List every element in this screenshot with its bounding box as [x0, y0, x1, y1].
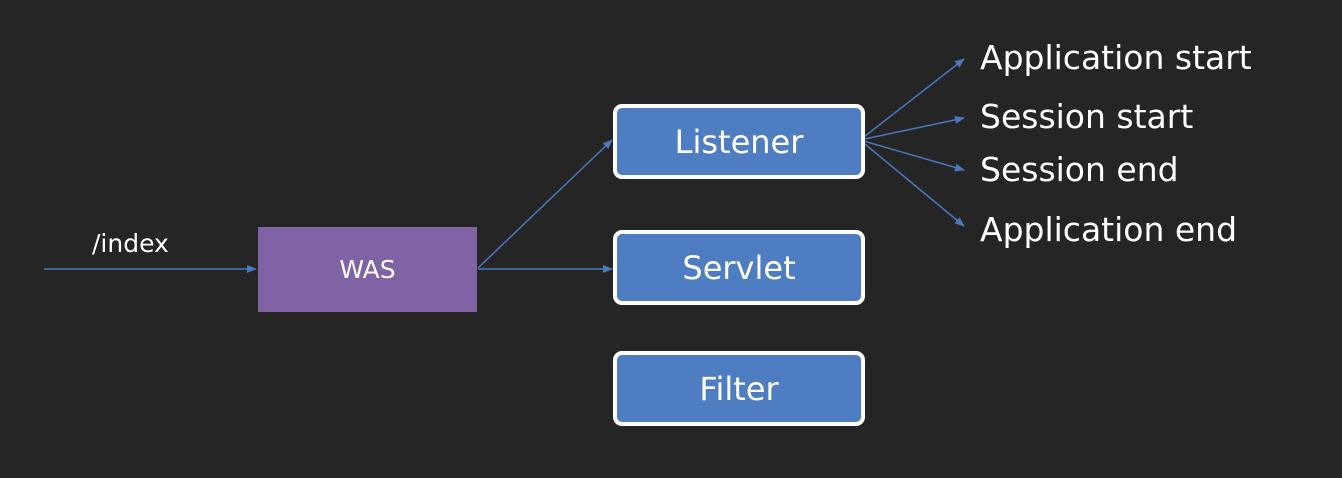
listener-to-session-start-arrow [859, 115, 965, 141]
request-label: /index [92, 229, 169, 258]
filter-label: Filter [699, 369, 779, 408]
listener-to-session-end-arrow [859, 139, 965, 172]
filter-node: Filter [613, 351, 865, 426]
servlet-label: Servlet [682, 248, 796, 287]
event-session-start: Session start [980, 97, 1194, 136]
was-to-listener-arrow [477, 139, 613, 269]
was-label: WAS [339, 255, 396, 284]
listener-node: Listener [613, 104, 865, 179]
servlet-node: Servlet [613, 230, 865, 305]
event-application-start: Application start [980, 38, 1252, 77]
listener-to-application-end-arrow [859, 139, 965, 227]
listener-label: Listener [674, 122, 804, 161]
event-session-end: Session end [980, 150, 1179, 189]
listener-to-application-start-arrow [859, 58, 965, 141]
event-application-end: Application end [980, 210, 1238, 249]
was-node: WAS [258, 227, 477, 312]
